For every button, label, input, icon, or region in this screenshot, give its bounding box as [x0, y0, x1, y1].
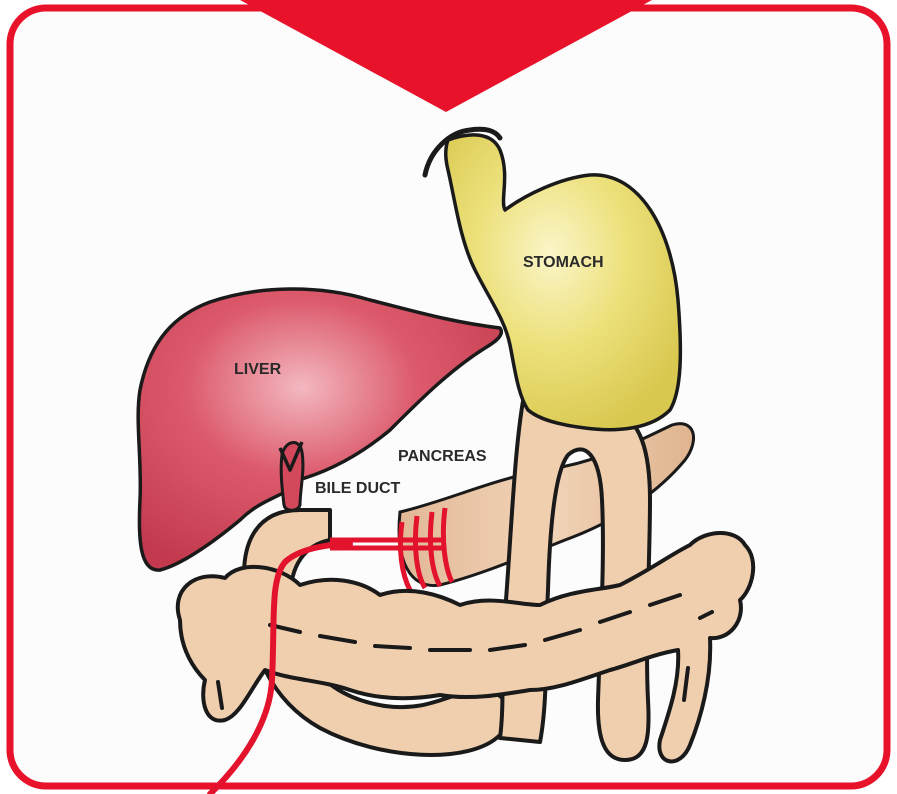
label-stomach: STOMACH: [523, 254, 604, 271]
label-liver: LIVER: [234, 361, 282, 378]
label-pancreas: PANCREAS: [398, 448, 487, 465]
label-bile-duct: BILE DUCT: [315, 480, 401, 497]
gallbladder: [281, 443, 303, 511]
